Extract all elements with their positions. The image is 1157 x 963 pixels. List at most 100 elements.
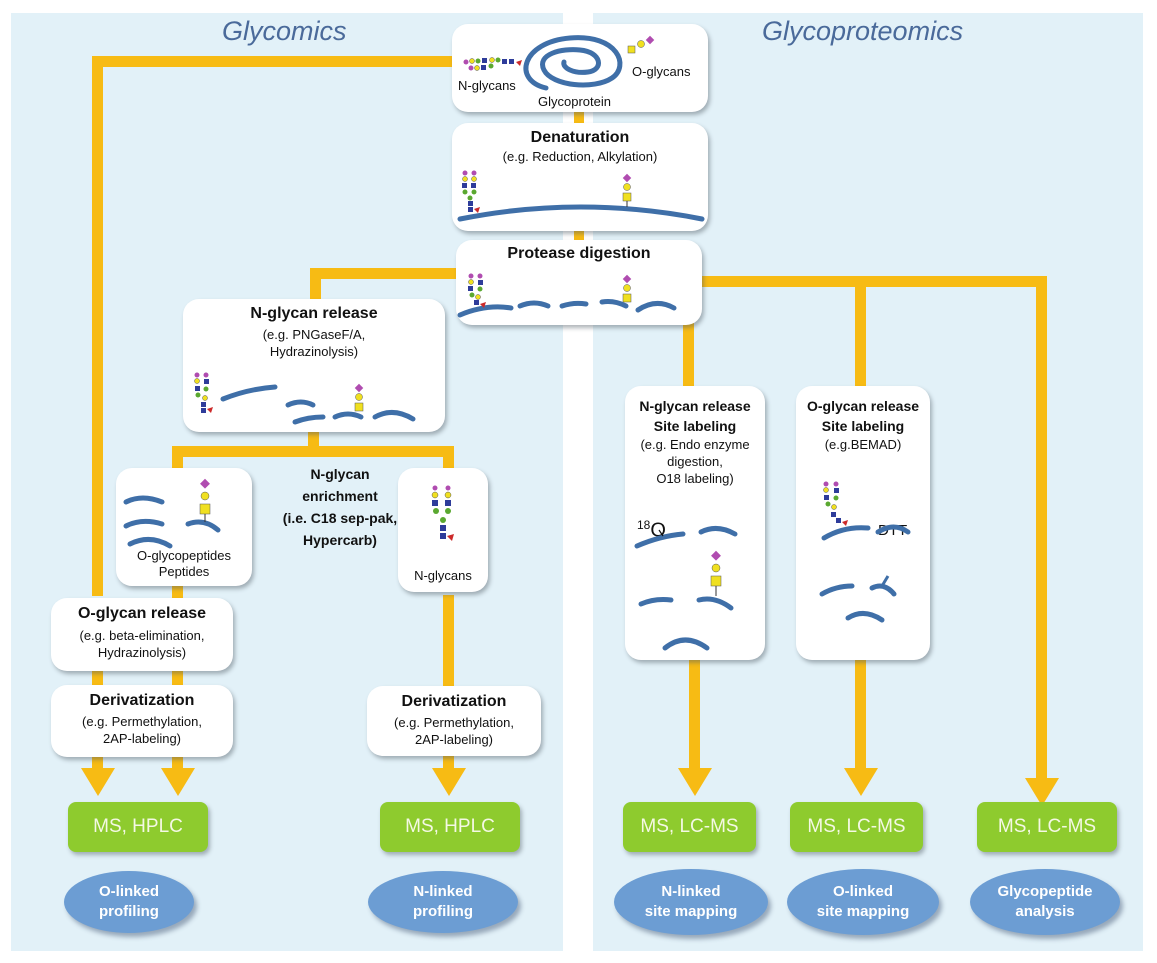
instrument-box-lcms-n: MS, LC-MS xyxy=(623,802,756,852)
connector-denat-protease xyxy=(574,230,584,242)
protease-title: Protease digestion xyxy=(507,245,651,262)
instrument-box-lcms-glycopeptide: MS, LC-MS xyxy=(977,802,1117,852)
o-glycopeptides-label: O-glycopeptides xyxy=(137,548,231,563)
o-glycan-icon xyxy=(622,274,632,303)
glycomics-title: Glycomics xyxy=(222,16,347,46)
n-glycan-icon xyxy=(194,372,213,413)
glycoprotein-label: Glycoprotein xyxy=(538,94,611,109)
digested-peptides-illustration xyxy=(457,273,677,318)
o-glycan-site-labeling-box: O-glycan release Site labeling (e.g.BEMA… xyxy=(796,386,930,660)
arrow-down-icon xyxy=(844,768,878,796)
outcome-line1: N-linked xyxy=(413,883,473,900)
outcome-line2: profiling xyxy=(98,903,159,920)
site-labeled-peptides-illustration xyxy=(634,526,738,651)
o-glycan-chain-icon xyxy=(627,35,655,54)
n-glycan-chain-icon xyxy=(463,57,522,71)
connector-nrelease-down xyxy=(308,430,319,448)
n-glycan-icon xyxy=(431,485,454,541)
outcome-line1: N-linked xyxy=(661,883,721,900)
n-site-sub2: digestion, xyxy=(667,454,723,469)
outcome-o-linked-site-mapping: O-linked site mapping xyxy=(787,869,939,935)
connector-left-vertical xyxy=(92,56,103,596)
connector-protease-left-v xyxy=(310,268,321,302)
outcome-line2: site mapping xyxy=(644,903,738,920)
n-glycan-icon xyxy=(462,170,480,213)
derivatization-right-box: Derivatization (e.g. Permethylation, 2AP… xyxy=(367,686,541,756)
denatured-protein-illustration xyxy=(457,170,705,222)
connector-deriv-left-b xyxy=(172,755,183,769)
o-release-sub1: (e.g. beta-elimination, xyxy=(79,628,205,643)
arrow-down-icon xyxy=(81,768,115,796)
instrument-box-lcms-o: MS, LC-MS xyxy=(790,802,923,852)
n-site-sub3: O18 labeling) xyxy=(656,471,734,486)
glycoprotein-illustration xyxy=(463,35,655,91)
connector-opep-down xyxy=(172,585,183,601)
released-glycans-illustration xyxy=(194,372,416,425)
connector-osite-down xyxy=(855,660,866,770)
arrow-down-icon xyxy=(678,768,712,796)
connector-split-left-v xyxy=(172,446,183,472)
outcome-line1: Glycopeptide xyxy=(997,883,1093,900)
connector-to-nsite xyxy=(683,320,694,390)
deriv-left-sub2: 2AP-labeling) xyxy=(102,731,182,746)
connector-nglycans-down xyxy=(443,595,454,687)
glycoprotein-box: N-glycans O-glycans Glycoprotein xyxy=(452,24,708,112)
deriv-right-sub2: 2AP-labeling) xyxy=(414,732,494,747)
connector-split-h xyxy=(172,446,454,457)
outcome-glycopeptide-analysis: Glycopeptide analysis xyxy=(970,869,1120,935)
n-glycan-site-labeling-box: N-glycan release Site labeling (e.g. End… xyxy=(625,386,765,660)
n-glycan-release-box: N-glycan release (e.g. PNGaseF/A, Hydraz… xyxy=(183,299,445,432)
o-glycopeptides-box: O-glycopeptides Peptides xyxy=(116,468,252,586)
o-glycans-label: O-glycans xyxy=(632,64,691,79)
denaturation-subtitle: (e.g. Reduction, Alkylation) xyxy=(502,149,658,164)
connector-oreleaser-deriv-b xyxy=(172,670,183,686)
peptides-label: Peptides xyxy=(158,564,210,579)
outcome-line1: O-linked xyxy=(98,883,159,900)
n-glycan-icon xyxy=(823,481,848,526)
denaturation-title: Denaturation xyxy=(530,129,630,146)
deriv-left-title: Derivatization xyxy=(89,692,195,709)
isotope-mass: 18 xyxy=(637,518,651,532)
outcome-n-linked-profiling: N-linked profiling xyxy=(368,871,518,933)
o-site-sub1: (e.g.BEMAD) xyxy=(824,437,902,452)
outcome-line2: site mapping xyxy=(816,903,910,920)
enrichment-line4: Hypercarb) xyxy=(303,532,377,548)
spiral-protein-icon xyxy=(523,35,623,91)
enrichment-line3: (i.e. C18 sep-pak, xyxy=(282,510,398,526)
arrow-down-icon xyxy=(1025,778,1059,806)
connector-top-left-horizontal xyxy=(92,56,462,67)
o-release-sub2: Hydrazinolysis) xyxy=(97,645,187,660)
n-glycans-box-label: N-glycans xyxy=(414,568,472,583)
outcome-line1: O-linked xyxy=(832,883,893,900)
n-release-title: N-glycan release xyxy=(250,305,378,322)
n-glycan-enrichment-text: N-glycan enrichment (i.e. C18 sep-pak, H… xyxy=(270,463,410,551)
arrow-down-icon xyxy=(432,768,466,796)
o-site-title2: Site labeling xyxy=(821,418,905,434)
connector-to-glycopeptide xyxy=(1036,276,1047,778)
outcome-line2: analysis xyxy=(1015,903,1075,920)
connector-protease-right-h xyxy=(700,276,1045,287)
denaturation-box: Denaturation (e.g. Reduction, Alkylation… xyxy=(452,123,708,231)
protease-digestion-box: Protease digestion xyxy=(456,240,702,325)
n-glycans-label: N-glycans xyxy=(458,78,516,93)
instrument-box-ms-hplc-left: MS, HPLC xyxy=(68,802,208,852)
n-glycan-icon xyxy=(468,273,486,308)
n-site-title1: N-glycan release xyxy=(639,398,751,414)
deriv-right-sub1: (e.g. Permethylation, xyxy=(394,715,514,730)
deriv-right-title: Derivatization xyxy=(401,693,507,710)
outcome-line2: profiling xyxy=(413,903,473,920)
glycoproteomics-title: Glycoproteomics xyxy=(762,16,964,46)
peptides-illustration xyxy=(123,478,221,549)
n-release-sub1: (e.g. PNGaseF/A, xyxy=(262,327,366,342)
o-site-title1: O-glycan release xyxy=(806,398,920,414)
n-site-sub1: (e.g. Endo enzyme xyxy=(640,437,750,452)
beta-eliminated-peptides-illustration xyxy=(819,481,911,623)
o-release-title: O-glycan release xyxy=(77,605,207,622)
connector-split-right-v xyxy=(443,446,454,472)
instrument-box-ms-hplc-right: MS, HPLC xyxy=(380,802,520,852)
o-glycan-release-box: O-glycan release (e.g. beta-elimination,… xyxy=(51,598,233,671)
o-glycan-icon xyxy=(354,383,364,412)
o-glycan-icon xyxy=(199,478,211,522)
outcome-n-linked-site-mapping: N-linked site mapping xyxy=(614,869,768,935)
deriv-left-sub1: (e.g. Permethylation, xyxy=(82,714,202,729)
